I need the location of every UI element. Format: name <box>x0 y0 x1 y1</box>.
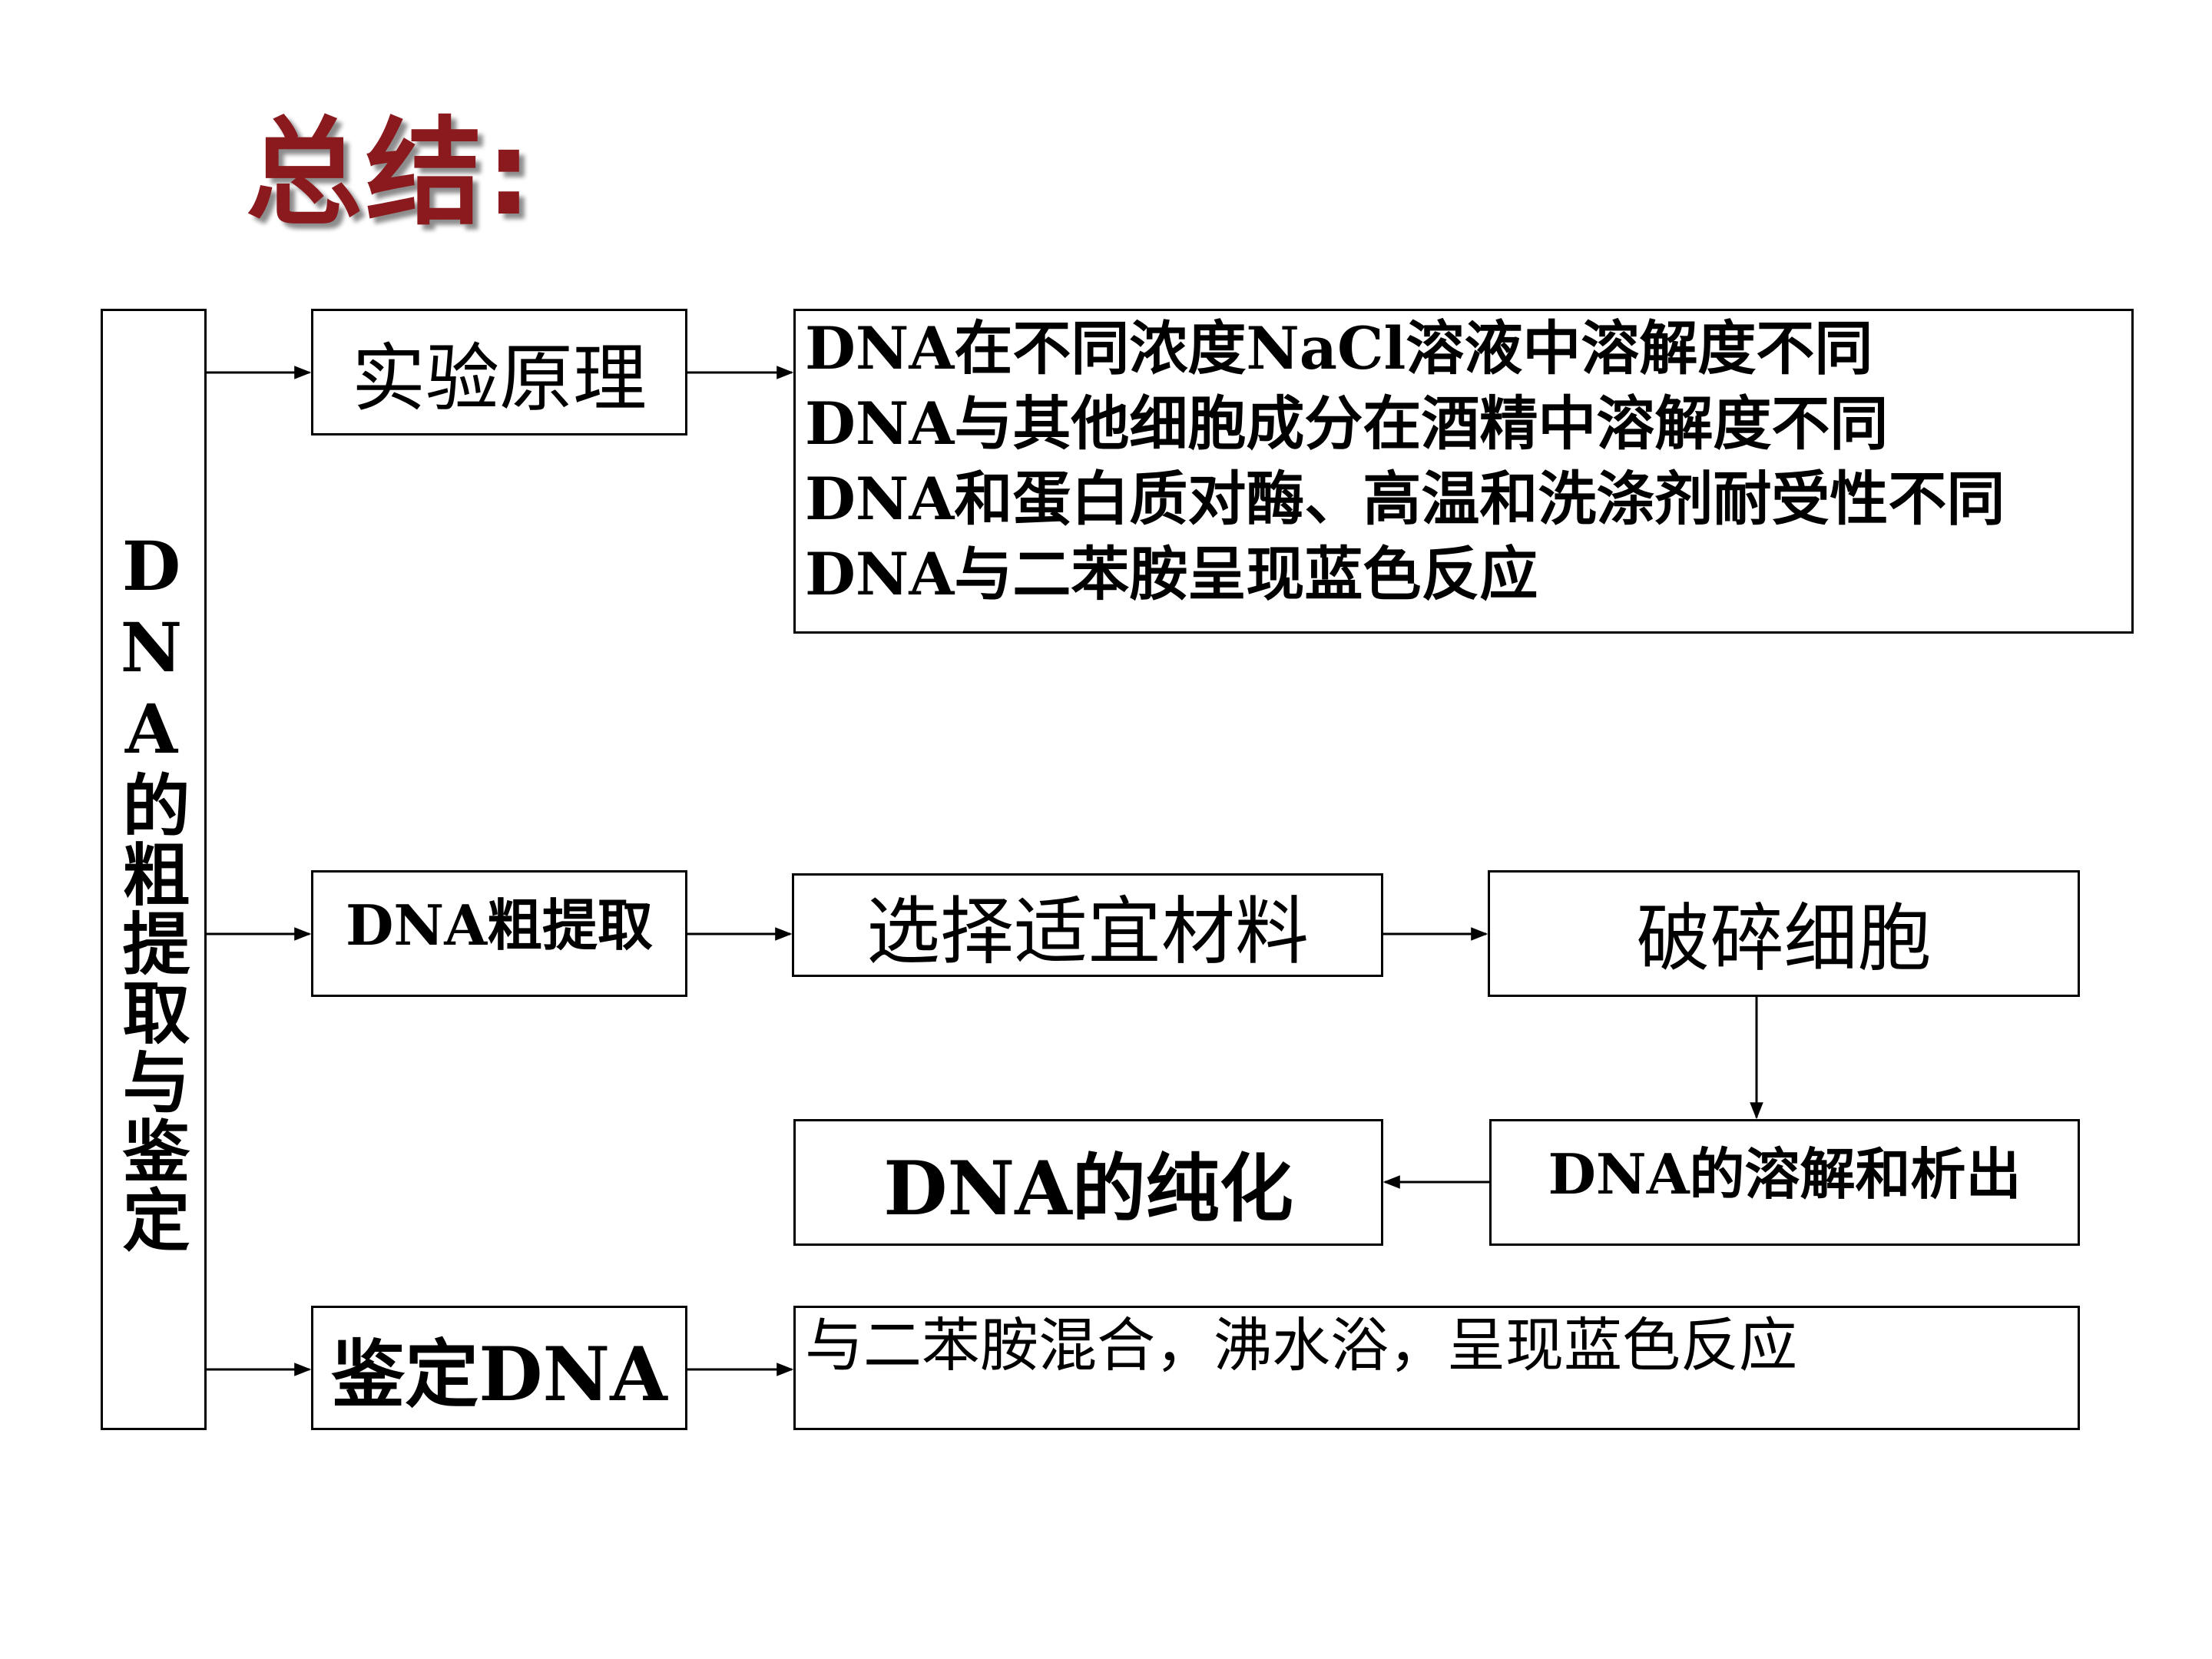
principle-list-box: DNA在不同浓度NaCl溶液中溶解度不同 DNA与其他细胞成分在酒精中溶解度不同… <box>793 309 2134 634</box>
extraction-label: DNA粗提取 <box>345 892 654 958</box>
principle-label: 实验原理 <box>352 336 647 422</box>
step-break-box: 破碎细胞 <box>1488 870 2080 997</box>
principle-item: DNA在不同浓度NaCl溶液中溶解度不同 <box>805 314 1873 382</box>
identify-result-box: 与二苯胺混合，沸水浴，呈现蓝色反应 <box>793 1306 2080 1430</box>
extraction-box: DNA粗提取 <box>311 870 687 997</box>
identify-result: 与二苯胺混合，沸水浴，呈现蓝色反应 <box>805 1311 1797 1379</box>
identify-box: 鉴定DNA <box>311 1306 687 1430</box>
slide-title: 总结: <box>246 105 535 241</box>
topic-bar-label: DNA的粗提取与鉴定 <box>111 526 191 1254</box>
step-dissolve-label: DNA的溶解和析出 <box>1548 1141 2022 1207</box>
topic-bar: DNA的粗提取与鉴定 <box>101 309 207 1430</box>
principle-item: DNA与其他细胞成分在酒精中溶解度不同 <box>805 389 1889 458</box>
step-select-box: 选择适宜材料 <box>792 873 1383 977</box>
principle-item: DNA和蛋白质对酶、高温和洗涤剂耐受性不同 <box>805 465 2005 533</box>
step-purify-label: DNA的纯化 <box>883 1145 1293 1232</box>
step-purify-box: DNA的纯化 <box>793 1119 1383 1246</box>
step-dissolve-box: DNA的溶解和析出 <box>1489 1119 2080 1246</box>
step-select-label: 选择适宜材料 <box>866 889 1309 975</box>
principle-box: 实验原理 <box>311 309 687 435</box>
principle-item: DNA与二苯胺呈现蓝色反应 <box>805 540 1538 608</box>
step-break-label: 破碎细胞 <box>1636 896 1932 982</box>
identify-label: 鉴定DNA <box>331 1330 667 1418</box>
